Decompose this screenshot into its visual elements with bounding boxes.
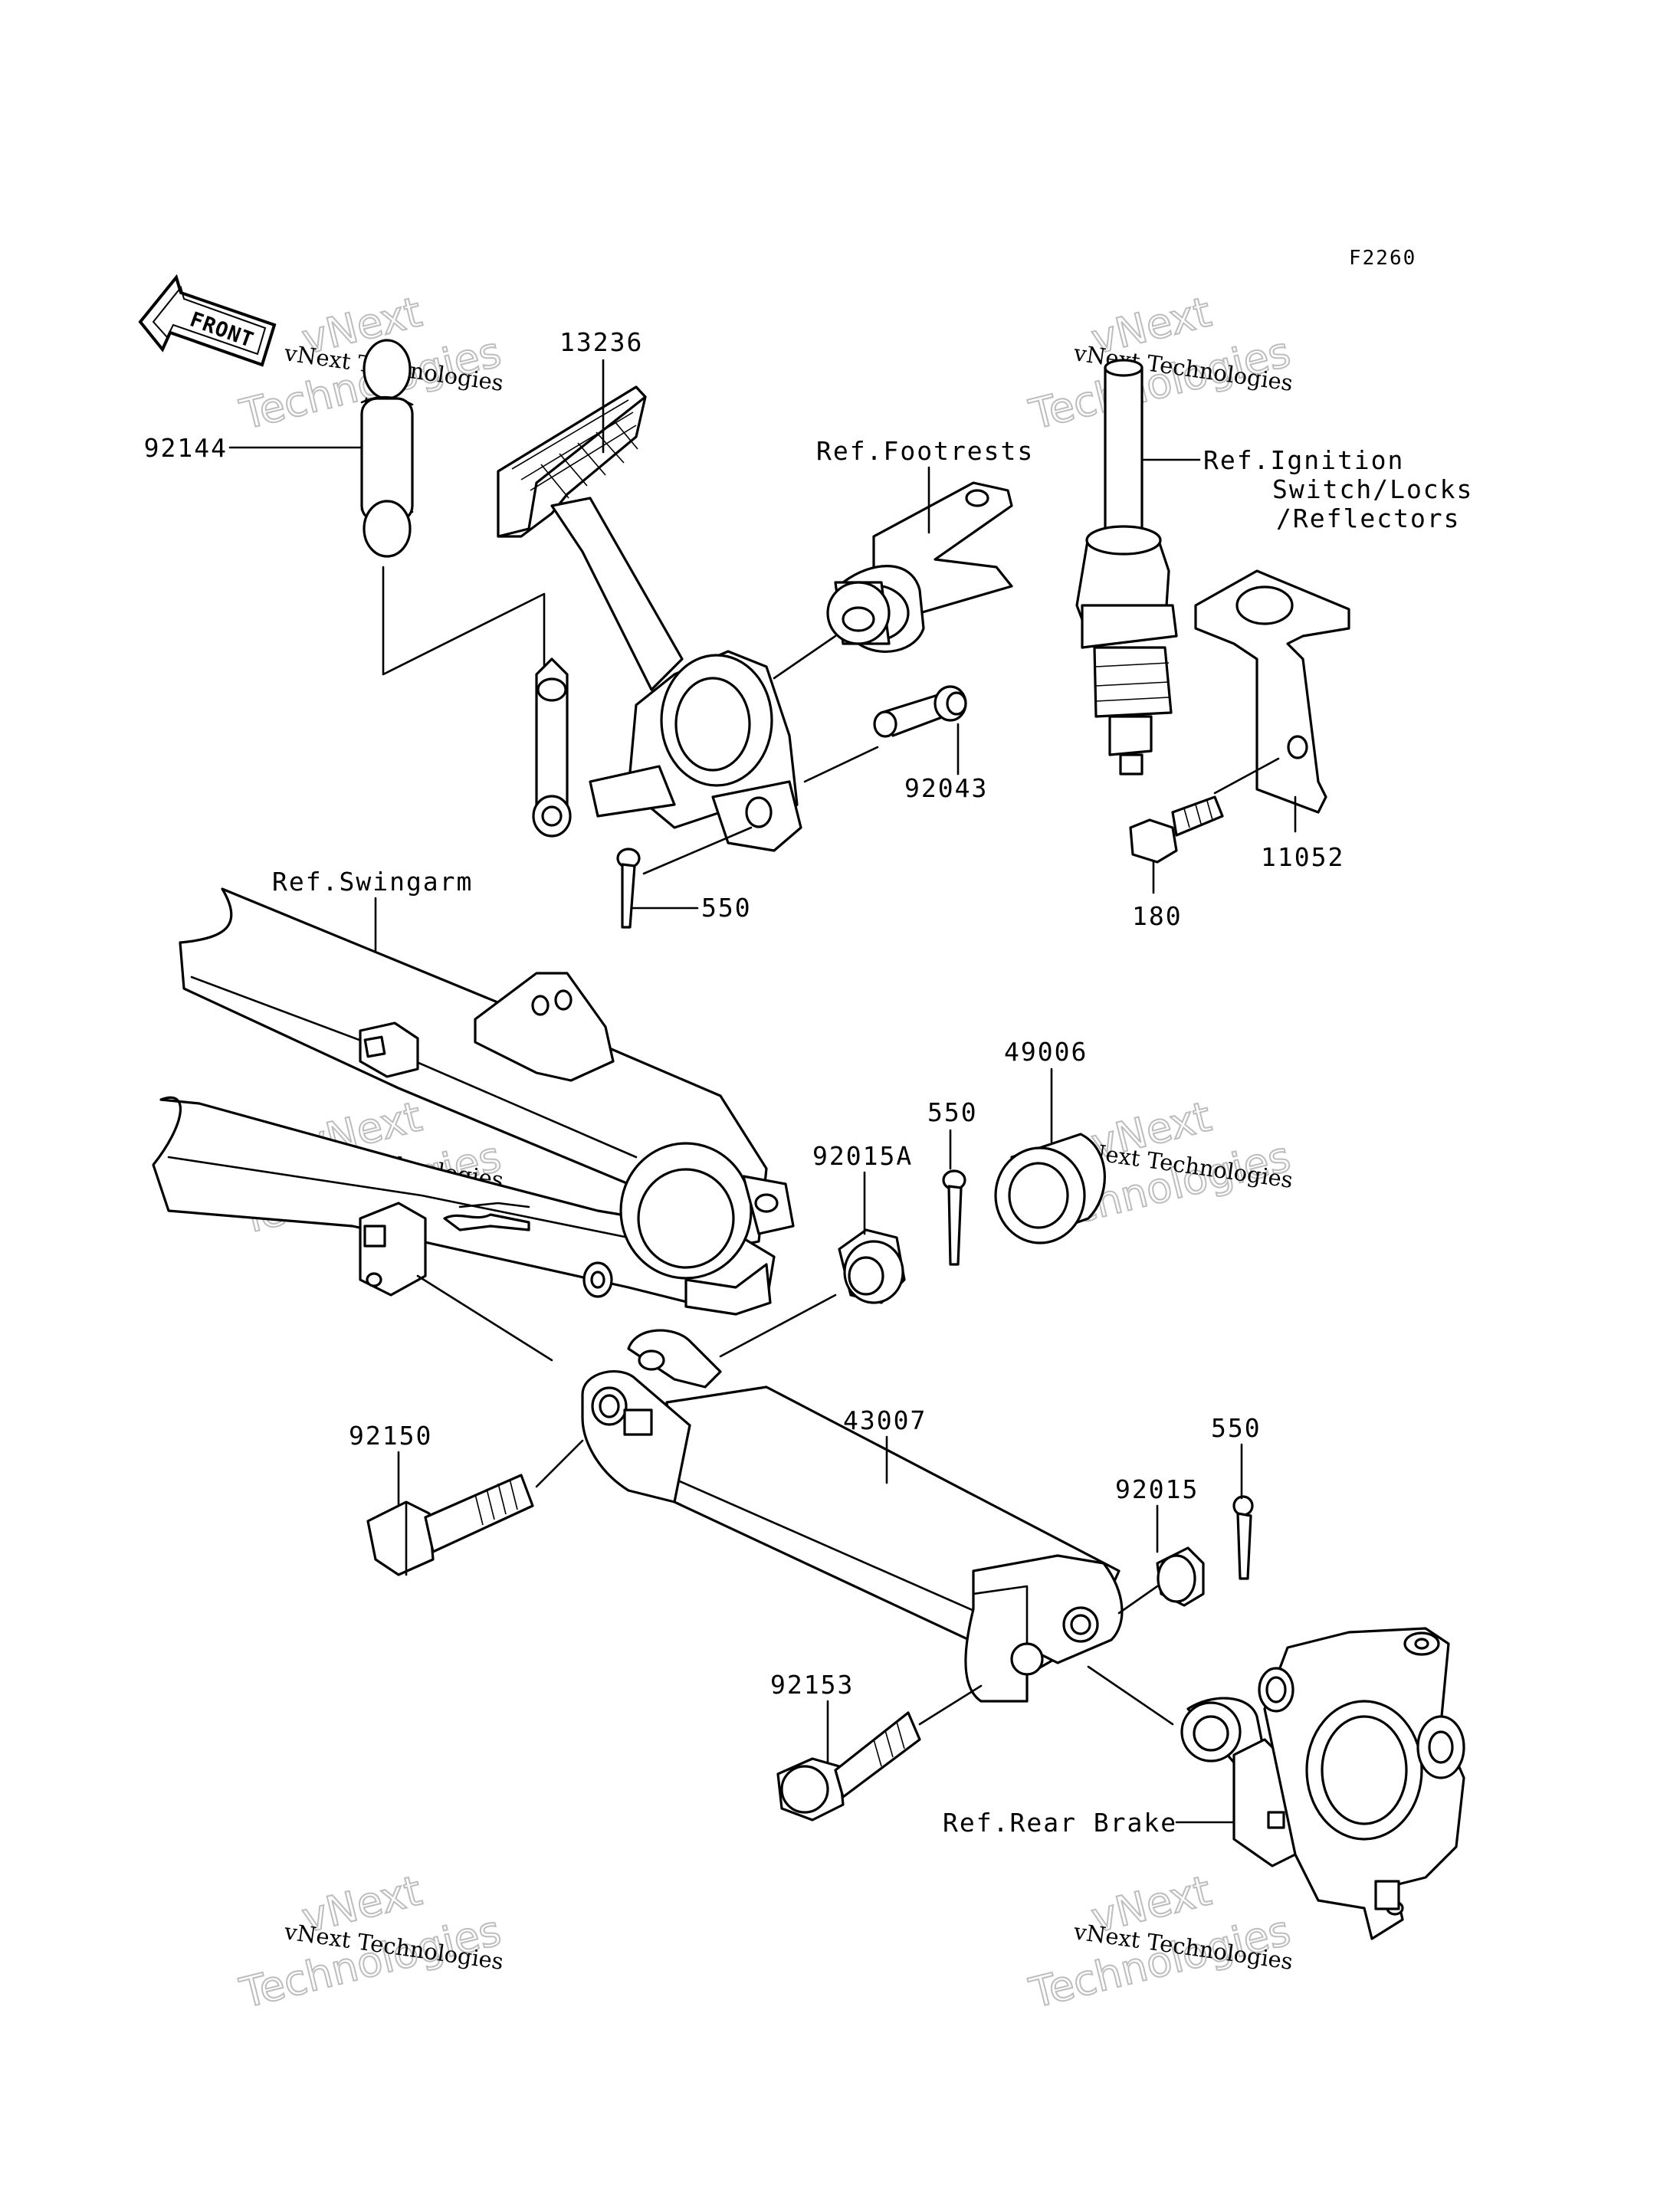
label-ref-ignition-1: Ref.Ignition [1203, 445, 1404, 475]
cotter-pin-550-mid [942, 1169, 966, 1266]
watermark-bottom-right: vNext Technologies vNext Technologies [1024, 1865, 1296, 2018]
label-11052: 11052 [1261, 842, 1344, 872]
front-arrow-icon: FRONT [138, 274, 277, 367]
bolt-92150 [366, 1474, 534, 1576]
leader-pin-to-pedal [803, 746, 879, 783]
label-550-right: 550 [1211, 1413, 1262, 1443]
label-92015A: 92015A [812, 1141, 913, 1171]
spring-92144 [360, 339, 414, 558]
leader-swingarm-to-rod [416, 1274, 553, 1362]
switch-bracket-11052 [1194, 569, 1350, 814]
brake-pedal-13236 [497, 385, 802, 852]
cotter-pin-550-top [616, 848, 641, 929]
watermark-top-right: vNext Technologies vNext Technologies [1024, 287, 1296, 440]
label-550-top: 550 [701, 893, 752, 923]
swingarm [152, 887, 795, 1316]
pin-92043 [873, 685, 967, 738]
figure-code: F2260 [1349, 247, 1416, 270]
rear-brake-bracket [1087, 1627, 1465, 1940]
leader-nut-to-rod [719, 1294, 837, 1358]
label-92043: 92043 [904, 773, 988, 803]
watermark-bottom-left: vNext Technologies vNext Technologies [235, 1865, 507, 2018]
brake-light-switch [1075, 359, 1178, 776]
label-92150: 92150 [349, 1421, 432, 1451]
bolt-180 [1129, 795, 1224, 864]
leader-bolt-to-link [918, 1684, 983, 1726]
label-92153: 92153 [770, 1670, 854, 1700]
leader-nut-to-link [1117, 1585, 1159, 1615]
leader-footrest-to-pedal [773, 635, 837, 680]
nut-92015 [1156, 1546, 1205, 1607]
label-92144: 92144 [144, 433, 228, 463]
label-ref-ignition-2: Switch/Locks [1272, 474, 1473, 504]
bolt-92153 [776, 1711, 921, 1822]
collar-49006 [994, 1133, 1106, 1244]
footrest-bracket [826, 481, 1013, 653]
label-49006: 49006 [1004, 1037, 1088, 1067]
label-ref-ignition-3: /Reflectors [1276, 503, 1461, 533]
torque-link-43007 [581, 1329, 1124, 1703]
nut-92015A [838, 1228, 906, 1304]
leader-spring-to-pedal [382, 566, 546, 691]
leader-bolt-to-rod [535, 1439, 584, 1488]
leader-cotter-to-lever [642, 826, 753, 875]
label-ref-rear-brake: Ref.Rear Brake [943, 1808, 1177, 1838]
label-ref-footrests: Ref.Footrests [816, 436, 1034, 466]
label-92015: 92015 [1115, 1474, 1199, 1504]
label-550-mid: 550 [927, 1097, 978, 1127]
label-ref-swingarm: Ref.Swingarm [272, 867, 473, 897]
label-13236: 13236 [559, 327, 643, 357]
label-43007: 43007 [843, 1405, 927, 1435]
label-180: 180 [1132, 901, 1183, 931]
leader-bolt-to-bracket [1213, 757, 1280, 795]
cotter-pin-550-right [1232, 1495, 1254, 1580]
